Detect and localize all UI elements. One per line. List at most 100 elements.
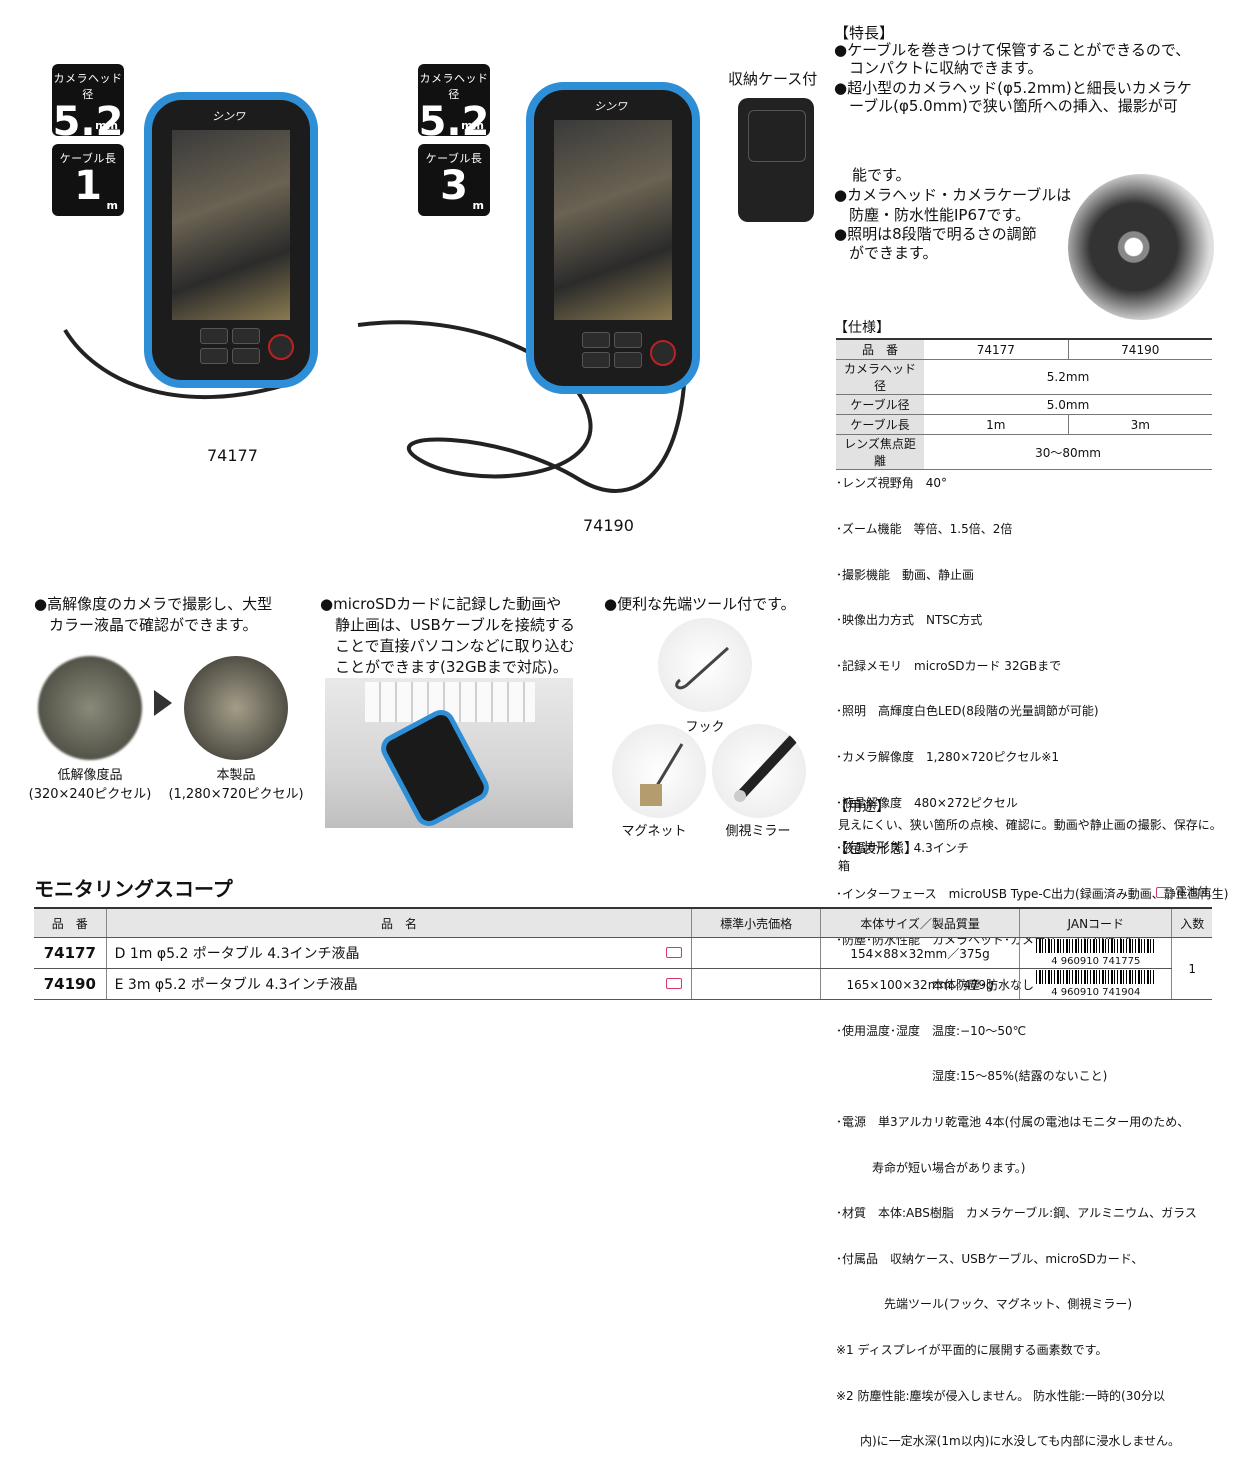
monitor-device-74177: シンワ	[144, 92, 318, 388]
spec-line: ･照明 高輝度白色LED(8段階の光量調節が可能)	[836, 704, 1099, 719]
usage-heading: 【用途】	[834, 799, 890, 815]
header-cell: 標準小売価格	[691, 907, 821, 938]
cable-74177	[63, 328, 296, 400]
barcode-icon	[1035, 939, 1156, 953]
product-jan: 4 960910 741775	[1019, 937, 1172, 969]
spec-line: ･インターフェース microUSB Type-C出力(録画済み動画、静止画再生…	[836, 886, 1229, 901]
product-code: 74177	[34, 937, 107, 969]
spec-line: ･液晶解像度 480×272ピクセル	[836, 795, 1018, 810]
product-code: 74190	[34, 968, 107, 1000]
model-label-74177: 74177	[207, 446, 258, 465]
product-price	[691, 937, 821, 969]
hook-caption: フック	[685, 720, 725, 735]
product-price	[691, 968, 821, 1000]
feature-line: 防塵・防水性能IP67です。	[834, 206, 1031, 224]
spec-heading: 【仕様】	[834, 320, 890, 336]
product-title: モニタリングスコープ	[34, 877, 233, 901]
feature-line: コンパクトに収納できます。	[834, 59, 1043, 77]
spec-line: ･記録メモリ microSDカード 32GBまで	[836, 658, 1062, 673]
device-button	[200, 348, 228, 364]
spec-cell: ケーブル長	[836, 414, 925, 435]
device-button	[582, 352, 610, 368]
spec-cell: レンズ焦点距離	[836, 434, 925, 470]
high-res-photo	[184, 656, 288, 760]
device-button	[582, 332, 610, 348]
spec-row: 品 番 74177 74190	[836, 338, 1212, 360]
features-heading: 【特長】	[834, 24, 895, 42]
case-label: 収納ケース付	[728, 70, 818, 88]
head-diameter-badge-2: カメラヘッド径 5.2 mm	[418, 64, 490, 142]
battery-icon	[1156, 886, 1172, 898]
head-diameter-badge-1: カメラヘッド径 5.2 mm	[52, 64, 124, 142]
usage-text: 見えにくい、狭い箇所の点検、確認に。動画や静止画の撮影、保存に。	[838, 818, 1222, 832]
header-cell: JANコード	[1019, 907, 1172, 938]
spec-cell: カメラヘッド径	[836, 359, 925, 395]
product-table: 品 番 品 名 標準小売価格 本体サイズ／製品質量 JANコード 入数 7417…	[34, 907, 1212, 1000]
product-size: 154×88×32mm／375g	[819, 937, 1020, 969]
feature-line: ●超小型のカメラヘッド(φ5.2mm)と細長いカメラケ	[834, 79, 1192, 97]
hook-tool-photo	[658, 618, 752, 712]
feature-line: ●カメラヘッド・カメラケーブルは	[834, 186, 1072, 204]
spec-cell: 74190	[1068, 338, 1212, 360]
header-cell: 品 名	[105, 907, 692, 938]
spec-table: 品 番 74177 74190 カメラヘッド径 5.2mm ケーブル径 5.0m…	[836, 338, 1212, 470]
mirror-tool-photo	[712, 724, 806, 818]
spec-line: ･映像出力方式 NTSC方式	[836, 613, 983, 628]
low-res-photo	[38, 656, 142, 760]
table-row: 74190 E 3m φ5.2 ポータブル 4.3インチ液晶 165×100×3…	[34, 968, 1212, 1000]
spec-cell: ケーブル径	[836, 394, 925, 415]
brand-logo: シンワ	[212, 110, 245, 123]
bottom-feature-3: ●便利な先端ツール付です。	[604, 595, 796, 613]
monitor-screen	[172, 130, 290, 320]
model-label-74190: 74190	[583, 516, 634, 535]
spec-line: 湿度:15～85%(結露のないこと)	[836, 1069, 1108, 1084]
spec-cell: 3m	[1068, 414, 1212, 435]
header-cell: 品 番	[34, 907, 107, 938]
spec-line: 寿命が短い場合があります。)	[836, 1160, 1026, 1175]
barcode-icon	[1035, 970, 1156, 984]
magnet-tool-photo	[612, 724, 706, 818]
spec-cell: 74177	[924, 338, 1069, 360]
spec-line: ･液晶サイズ 4.3インチ	[836, 841, 969, 856]
table-row: 74177 D 1m φ5.2 ポータブル 4.3インチ液晶 154×88×32…	[34, 937, 1212, 1000]
device-button	[232, 348, 260, 364]
monitor-screen	[554, 120, 672, 320]
spec-row: カメラヘッド径 5.2mm	[836, 359, 1212, 395]
product-jan: 4 960910 741904	[1019, 968, 1172, 1000]
spec-line: 内)に一定水深(1m以内)に水没しても内部に浸水しません。	[836, 1434, 1181, 1449]
spec-row: ケーブル径 5.0mm	[836, 394, 1212, 415]
header-cell: 本体サイズ／製品質量	[819, 907, 1020, 938]
low-res-caption: 低解像度品 (320×240ピクセル)	[28, 768, 152, 802]
spec-line: ･カメラ解像度 1,280×720ピクセル※1	[836, 750, 1060, 765]
product-name: D 1m φ5.2 ポータブル 4.3インチ液晶	[105, 937, 692, 969]
packaging-text: 箱	[838, 859, 851, 873]
magnet-caption: マグネット	[621, 824, 687, 839]
packaging-heading: 【包装形態】	[834, 841, 918, 857]
brand-logo: シンワ	[594, 100, 627, 113]
power-icon	[268, 334, 294, 360]
monitor-device-74190: シンワ	[526, 82, 700, 394]
spec-line: 先端ツール(フック、マグネット、側視ミラー)	[836, 1297, 1133, 1312]
spec-cell: 30～80mm	[924, 434, 1212, 470]
feature-line: ●照明は8段階で明るさの調節	[834, 225, 1037, 243]
bottom-feature-1: ●高解像度のカメラで撮影し、大型 カラー液晶で確認ができます。	[34, 595, 273, 634]
spec-line: ･撮影機能 動画、静止画	[836, 567, 975, 582]
feature-line: 能です。	[852, 166, 911, 184]
power-icon	[650, 340, 676, 366]
spec-line: ･電源 単3アルカリ乾電池 4本(付属の電池はモニター用のため、	[836, 1114, 1190, 1129]
cable-length-badge-1: ケーブル長 1 m	[52, 144, 124, 216]
product-qty: 1	[1171, 937, 1212, 1000]
device-button	[200, 328, 228, 344]
mirror-caption: 側視ミラー	[725, 824, 791, 839]
battery-icon	[666, 947, 683, 958]
spec-cell: 品 番	[836, 338, 925, 360]
arrow-right-icon	[154, 690, 172, 716]
table-header-row: 品 番 品 名 標準小売価格 本体サイズ／製品質量 JANコード 入数	[34, 907, 1212, 938]
feature-line: ーブル(φ5.0mm)で狭い箇所への挿入、撮影が可	[834, 97, 1178, 115]
spec-line: ･レンズ視野角 40°	[836, 476, 948, 491]
this-product-caption: 本製品 (1,280×720ピクセル)	[168, 768, 304, 802]
battery-note: 電池付	[1156, 883, 1209, 899]
feature-line: ができます。	[834, 244, 938, 262]
pc-connection-photo	[325, 678, 573, 831]
device-button	[614, 352, 642, 368]
